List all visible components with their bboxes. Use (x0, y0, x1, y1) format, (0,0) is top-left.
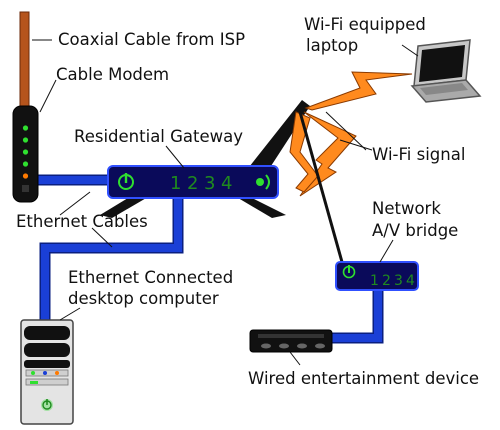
labels: Coaxial Cable from ISP Cable Modem Resid… (16, 15, 479, 388)
bridge-port-3: 3 (394, 273, 403, 289)
power-icon (342, 265, 356, 279)
label-bridge-1: Network (372, 199, 441, 218)
label-desktop-1: Ethernet Connected (68, 268, 233, 287)
leader-lines (32, 39, 419, 366)
coaxial-cable (19, 11, 30, 109)
av-bridge: 1 2 3 4 (335, 261, 419, 291)
cable-modem (12, 105, 39, 203)
modem-led (22, 125, 29, 131)
residential-gateway: 1 2 3 4 (107, 165, 279, 199)
gateway-port-4: 4 (221, 173, 232, 194)
modem-led (22, 161, 29, 167)
gateway-port-2: 2 (187, 173, 198, 194)
desktop-computer (20, 319, 74, 425)
modem-led (22, 137, 29, 143)
label-laptop-2: laptop (306, 36, 358, 55)
bridge-port-1: 1 (370, 273, 379, 289)
gateway-port-3: 3 (204, 173, 215, 194)
label-ethernet: Ethernet Cables (16, 212, 148, 231)
label-modem: Cable Modem (56, 65, 169, 84)
ethernet-cables (38, 174, 384, 344)
power-icon (118, 173, 134, 190)
bridge-port-2: 2 (382, 273, 391, 289)
modem-led (22, 149, 29, 155)
label-gateway: Residential Gateway (74, 127, 243, 146)
label-desktop-2: desktop computer (68, 289, 219, 308)
wifi-signal-bolts (289, 71, 413, 263)
label-coax: Coaxial Cable from ISP (58, 30, 245, 49)
gateway-stand (100, 100, 310, 218)
label-wifi-signal: Wi-Fi signal (372, 145, 465, 164)
gateway-port-1: 1 (170, 173, 181, 194)
wifi-icon (256, 174, 270, 190)
label-entertainment: Wired entertainment device (248, 369, 479, 388)
label-bridge-2: A/V bridge (372, 221, 458, 240)
label-laptop-1: Wi-Fi equipped (304, 15, 426, 34)
power-icon (41, 399, 53, 411)
bridge-port-4: 4 (406, 273, 415, 289)
entertainment-device (249, 329, 333, 353)
laptop (410, 39, 482, 103)
modem-led-orange (22, 173, 29, 179)
